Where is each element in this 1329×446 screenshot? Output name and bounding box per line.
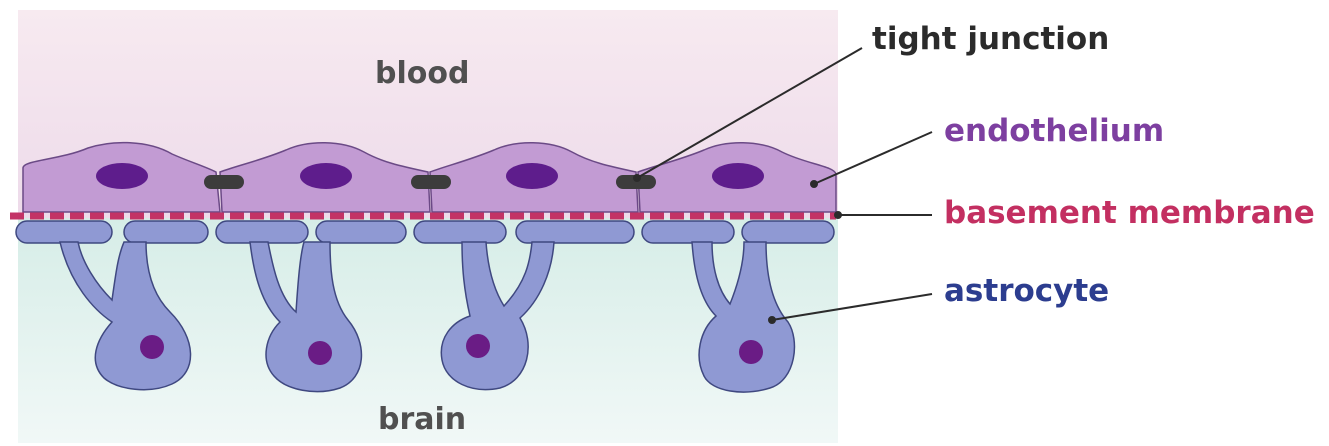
astrocyte-nucleus [308, 341, 332, 365]
tight-junction [411, 175, 451, 189]
astrocyte-endfoot [316, 221, 406, 243]
astrocyte-nucleus [466, 334, 490, 358]
tight-junction-leader-dot [634, 175, 640, 181]
endothelium-leader-dot [811, 181, 817, 187]
astrocyte-endfoot [516, 221, 634, 243]
astrocyte-nucleus [739, 340, 763, 364]
astrocyte-endfoot [642, 221, 734, 243]
astrocyte-endfeet [16, 221, 834, 243]
astrocyte-label: astrocyte [944, 276, 1109, 307]
basement-membrane-label: basement membrane [944, 198, 1315, 229]
astrocyte-endfoot [216, 221, 308, 243]
astrocyte-endfoot [16, 221, 112, 243]
endothelial-nucleus [506, 163, 558, 189]
tight-junction-label: tight junction [872, 24, 1109, 55]
astrocyte-leader-dot [769, 317, 775, 323]
endothelial-nucleus [712, 163, 764, 189]
endothelial-nucleus [300, 163, 352, 189]
brain-label: brain [378, 405, 466, 435]
astrocyte-endfoot [414, 221, 506, 243]
astrocyte-nucleus [140, 335, 164, 359]
astrocyte-endfoot [742, 221, 834, 243]
astrocyte-endfoot [124, 221, 208, 243]
endothelial-nucleus [96, 163, 148, 189]
blood-label: blood [375, 59, 469, 89]
basement-membrane-leader-dot [835, 212, 841, 218]
tight-junction [204, 175, 244, 189]
endothelium-label: endothelium [944, 116, 1164, 147]
